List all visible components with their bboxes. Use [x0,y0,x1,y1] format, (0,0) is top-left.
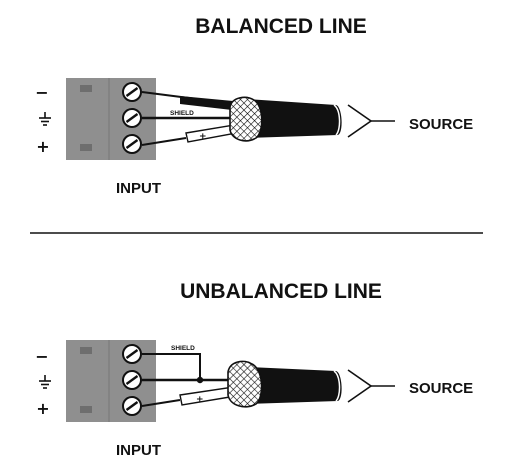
balanced-braid [229,96,263,142]
unbalanced-wires [141,353,243,407]
pin-minus-label: − [35,347,48,366]
balanced-cable [246,99,342,138]
balanced-source-arrow [347,104,395,138]
balanced-source-label: SOURCE [409,116,473,133]
unbalanced-source-label: SOURCE [409,380,473,397]
pin-plus-label: + [36,399,49,418]
unbalanced-input-label: INPUT [116,442,161,459]
unbalanced-cable [248,367,342,404]
balanced-input-label: INPUT [116,180,161,197]
unbalanced-plus-marker: + [196,395,204,405]
balanced-section: BALANCED LINE − + SHIELD + INPUT [35,15,473,197]
unbalanced-braid [227,360,263,408]
pin-minus-label: − [35,83,48,102]
unbalanced-source-arrow [347,369,395,403]
unbalanced-title: UNBALANCED LINE [180,280,382,303]
balanced-wires [141,91,243,146]
pin-plus-label: + [36,137,49,156]
unbalanced-section: UNBALANCED LINE − + SHIELD + INPUT SOURC… [35,280,473,459]
balanced-shield-label: SHIELD [170,110,194,117]
unbalanced-shield-label: SHIELD [171,345,195,352]
balanced-title: BALANCED LINE [195,15,367,38]
junction-dot [196,376,204,384]
balanced-plus-marker: + [199,132,207,142]
